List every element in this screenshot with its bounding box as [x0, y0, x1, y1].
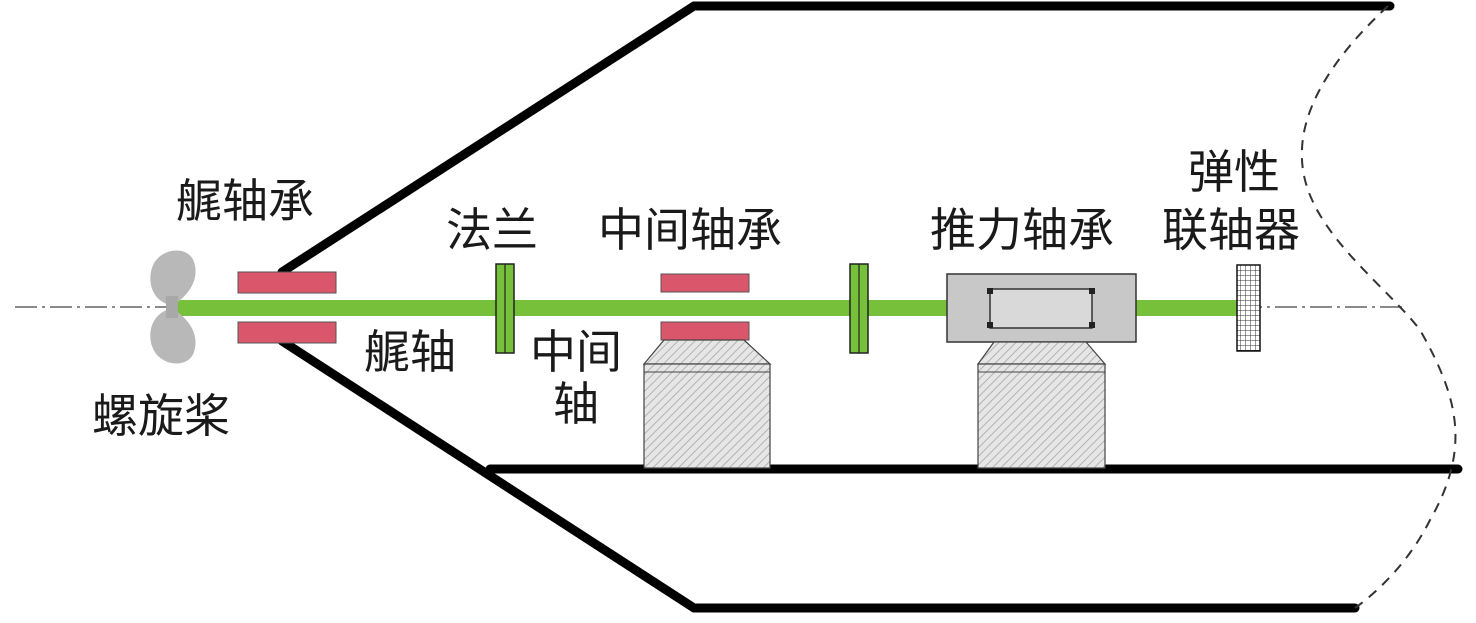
- thrust-bearing-pedestal: [976, 341, 1107, 469]
- label-intermediate-shaft: 中间轴: [530, 325, 622, 431]
- flange-front: [495, 263, 515, 354]
- propeller-icon: [150, 250, 196, 364]
- stern-bearing-pad-lower: [237, 321, 337, 344]
- label-elastic-coupling-line1: 弹性: [1188, 145, 1280, 199]
- flange-rear: [849, 263, 869, 354]
- label-elastic-coupling-line2: 联轴器: [1162, 203, 1300, 257]
- thrust-bearing-housing: [946, 273, 1137, 343]
- intermediate-bearing-pad-upper: [660, 273, 750, 293]
- hull-outline: [277, 1, 1463, 613]
- intermediate-bearing-pad-lower: [660, 321, 750, 341]
- label-thrust-bearing: 推力轴承: [930, 203, 1114, 257]
- label-intermediate-bearing: 中间轴承: [598, 203, 782, 257]
- label-stern-shaft: 艉轴: [364, 325, 456, 379]
- intermediate-bearing-pedestal: [642, 339, 772, 469]
- label-flange: 法兰: [446, 203, 538, 257]
- elastic-coupling: [1236, 264, 1261, 352]
- stern-bearing-pad-upper: [237, 271, 337, 294]
- label-propeller: 螺旋桨: [92, 389, 230, 443]
- hull-stern-dashed-curve: [1300, 5, 1457, 609]
- label-stern-bearing: 艉轴承: [176, 174, 314, 228]
